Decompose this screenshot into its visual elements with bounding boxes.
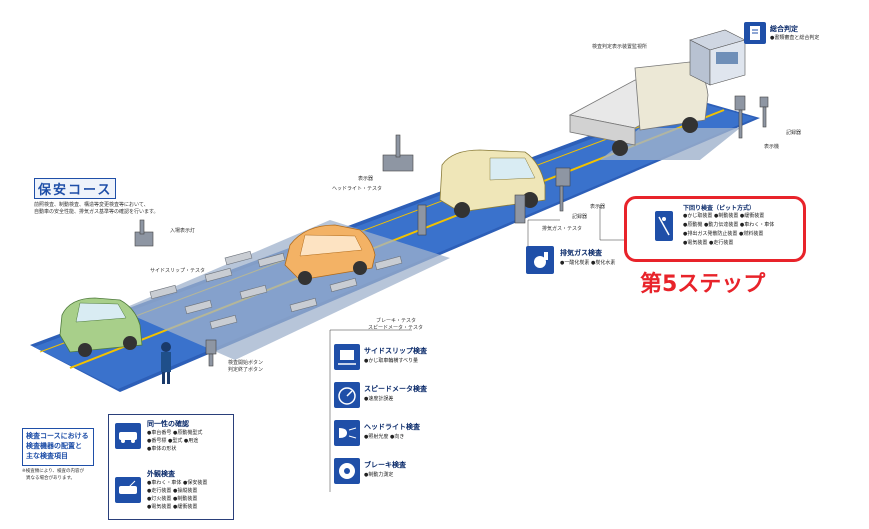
legend-box: 検査コースにおける 検査機器の配置と 主な検査項目 (22, 428, 94, 466)
label-exhaust-tester: 排気ガス・テスタ (542, 226, 583, 232)
label-push-button2: 判定終了ボタン (228, 367, 264, 373)
pit-title: 下回り検査（ピット方式） (683, 205, 756, 212)
exhaust-check: 排気ガス検査 ●一酸化炭素 ●炭化水素 (526, 246, 646, 276)
side-slip-icon (334, 344, 360, 370)
check-headlight-item: ●照射光度 ●向き (364, 434, 405, 440)
course-desc-1: 前照検査、制動検査、構造等変更検査等において、 (34, 202, 149, 208)
label-speed-tester: スピードメータ・テスタ (368, 325, 424, 331)
identity-title: 同一性の確認 (147, 420, 189, 428)
headlight-icon (334, 420, 360, 446)
check-brake-item: ●制動力測定 (364, 472, 394, 478)
pit-row-4: ●電気装置 ●走行装置 (683, 240, 734, 246)
exhaust-icon (526, 246, 554, 274)
identity-row-3: ●車体の形状 (147, 446, 177, 452)
label-push-button1: 検査開始ボタン (228, 360, 264, 366)
orange-car (284, 224, 376, 285)
green-car (59, 297, 143, 357)
car-id-icon (115, 423, 141, 449)
step-label: 第5ステップ (640, 272, 766, 297)
control-booth (689, 29, 746, 86)
clipboard-icon (744, 22, 766, 44)
label-side-slip-tester: サイドスリップ・テスタ (150, 268, 206, 274)
inspector-figure (161, 342, 171, 384)
label-display2: 表示器 (590, 204, 606, 210)
pit-row-2: ●原動機 ●動力伝達装置 ●車わく・車体 (683, 222, 775, 228)
check-brake: ブレーキ検査 ●制動力測定 (334, 458, 464, 488)
truck (568, 61, 709, 156)
check-headlight: ヘッドライト検査 ●照射光度 ●向き (334, 420, 464, 450)
overall-item: ●書類審査と総合判定 (770, 35, 820, 41)
legend-line-3: 主な検査項目 (26, 452, 68, 460)
exterior-row-1: ●車わく・車体 ●保安装置 (147, 480, 208, 486)
check-speedometer: スピードメータ検査 ●速度計誤差 (334, 382, 464, 412)
check-speedometer-title: スピードメータ検査 (364, 385, 427, 393)
pit-row-1: ●かじ取装置 ●制動装置 ●緩衝装置 (683, 213, 765, 219)
check-side-slip-item: ●かじ取車輪横すべり量 (364, 358, 419, 364)
course-title: 保安コース (34, 178, 117, 199)
legend-note-1: ※検査類により、検査の内容が (22, 469, 84, 474)
label-brake-tester: ブレーキ・テスタ (376, 318, 417, 324)
label-headlight-tester: ヘッドライト・テスタ (332, 186, 383, 192)
legend-line-2: 検査機器の配置と (26, 442, 82, 450)
roller-pads (149, 250, 403, 330)
legend-note-2: 異なる場合があります。 (26, 476, 76, 481)
course-desc-2: 自動車の安全性能、排気ガス基準等の確認を行います。 (34, 209, 159, 215)
pit-inspection-box: 下回り検査（ピット方式） ●かじ取装置 ●制動装置 ●緩衝装置 ●原動機 ●動力… (624, 196, 806, 262)
brake-icon (334, 458, 360, 484)
label-top-right1: 記録器 (786, 130, 802, 136)
legend-line-1: 検査コースにおける (26, 432, 89, 440)
pit-row-3: ●排出ガス発散防止装置 ●燃料装置 (683, 231, 764, 237)
check-side-slip-title: サイドスリップ検査 (364, 347, 427, 355)
label-headlight-display: 表示器 (358, 176, 374, 182)
exterior-row-2: ●走行装置 ●操縦装置 (147, 488, 198, 494)
exterior-title: 外観検査 (147, 470, 175, 478)
overall-title: 総合判定 (770, 25, 798, 33)
identity-row-2: ●番号標 ●型式 ●用途 (147, 438, 199, 444)
label-recorder: 記録器 (572, 214, 588, 220)
check-brake-title: ブレーキ検査 (364, 461, 406, 469)
exhaust-item: ●一酸化炭素 ●炭化水素 (560, 260, 616, 266)
identity-row-1: ●車台番号 ●原動機型式 (147, 430, 203, 436)
tester-posts (134, 95, 769, 367)
check-headlight-title: ヘッドライト検査 (364, 423, 420, 431)
exterior-row-4: ●電気装置 ●緩衝装置 (147, 504, 198, 510)
cream-van (439, 149, 546, 218)
exhaust-title: 排気ガス検査 (560, 249, 602, 257)
identity-exterior-panel: 同一性の確認 ●車台番号 ●原動機型式 ●番号標 ●型式 ●用途 ●車体の形状 … (108, 414, 234, 520)
label-top-right2: 表示機 (764, 144, 780, 150)
exterior-row-3: ●灯火装置 ●制動装置 (147, 496, 198, 502)
car-exterior-icon (115, 477, 141, 503)
speedometer-icon (334, 382, 360, 408)
check-speedometer-item: ●速度計誤差 (364, 396, 394, 402)
check-side-slip: サイドスリップ検査 ●かじ取車輪横すべり量 (334, 344, 464, 374)
label-entrance: 入場表示灯 (170, 228, 196, 234)
pit-icon (655, 211, 673, 241)
label-top-booth: 検査判定表示装置監視所 (592, 44, 648, 50)
course-title-block: 保安コース 前照検査、制動検査、構造等変更検査等において、 自動車の安全性能、排… (34, 178, 159, 216)
